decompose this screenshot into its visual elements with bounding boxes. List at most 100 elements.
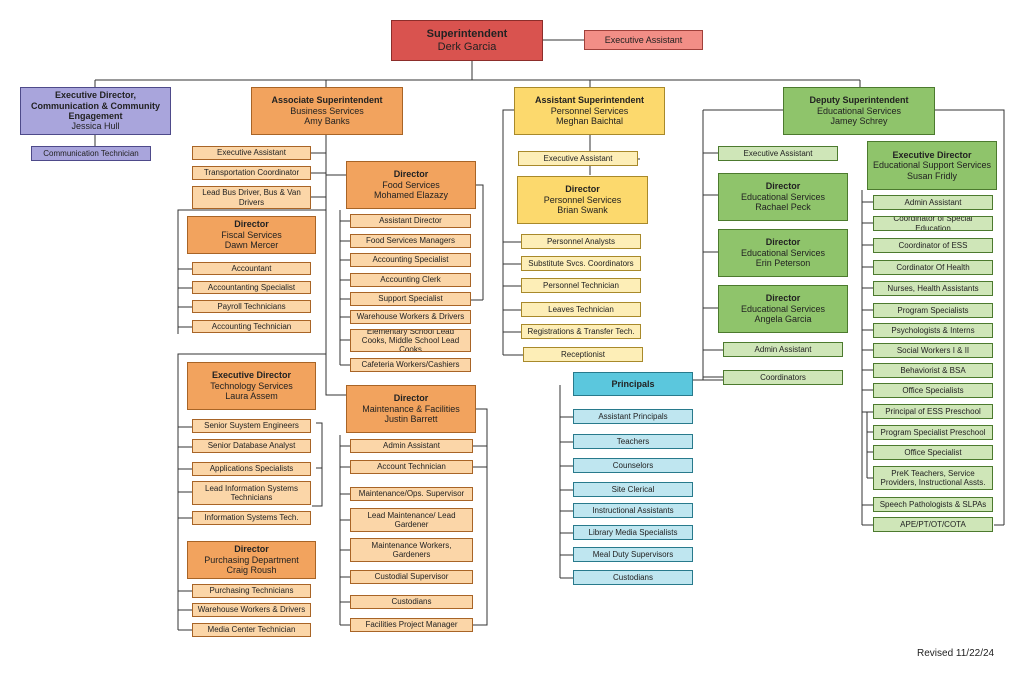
business-staff-box: Lead Bus Driver, Bus & Van Drivers <box>192 186 311 209</box>
superintendent-name: Derk Garcia <box>437 40 497 53</box>
principals-staff-box: Custodians <box>573 570 693 585</box>
preschool-staff-label: Program Specialist Preschool <box>880 427 986 437</box>
ess-staff-box: APE/PT/OT/COTA <box>873 517 993 532</box>
preschool-staff-box: PreK Teachers, Service Providers, Instru… <box>873 466 993 490</box>
educational-title: Deputy Superintendent <box>809 95 909 106</box>
principals-staff-label: Custodians <box>612 572 654 582</box>
maint-staff-label: Lead Maintenance/ Lead Gardener <box>367 510 456 529</box>
purchasing-staff-label: Purchasing Technicians <box>209 586 294 596</box>
tech-staff-box: Lead Information Systems Technicians <box>192 481 311 505</box>
fiscal-name: Dawn Mercer <box>224 240 279 251</box>
ess-staff-label: Coordinator of ESS <box>898 240 968 250</box>
ess-staff-box: Office Specialists <box>873 383 993 398</box>
personnel-assistant-box: Executive Assistant <box>518 151 638 166</box>
ess-staff-label: Office Specialists <box>902 385 964 395</box>
ed-staff-box: Coordinators <box>723 370 843 385</box>
principals-staff-box: Meal Duty Supervisors <box>573 547 693 562</box>
ess-sub: Educational Support Services <box>872 160 992 171</box>
fiscal-staff-box: Accountanting Specialist <box>192 281 311 294</box>
fiscal-staff-label: Accountant <box>231 263 272 273</box>
principals-title: Principals <box>611 378 655 389</box>
educational-assistant-box: Executive Assistant <box>718 146 838 161</box>
personnel-dir-name: Brian Swank <box>557 205 608 216</box>
business-staff-label: Lead Bus Driver, Bus & Van Drivers <box>202 188 301 207</box>
superintendent-title: Superintendent <box>426 27 508 40</box>
maint-staff-box: Custodial Supervisor <box>350 570 473 584</box>
educational-services-box: Deputy Superintendent Educational Servic… <box>783 87 935 135</box>
comm-title: Executive Director, Communication & Comm… <box>30 90 160 121</box>
ess-staff-box: Admin Assistant <box>873 195 993 210</box>
tech-staff-box: Senior Database Analyst <box>192 439 311 453</box>
personnel-staff-box: Personnel Technician <box>521 278 641 293</box>
principals-staff-label: Teachers <box>616 436 650 446</box>
ess-staff-box: Behaviorist & BSA <box>873 363 993 378</box>
business-staff-box: Executive Assistant <box>192 146 311 160</box>
purchasing-director-box: Director Purchasing Department Craig Rou… <box>187 541 316 579</box>
preschool-principal-box: Principal of ESS Preschool <box>873 404 993 419</box>
principals-staff-label: Site Clerical <box>611 484 655 494</box>
business-staff-label: Transportation Coordinator <box>203 168 300 178</box>
fiscal-staff-box: Accounting Technician <box>192 320 311 333</box>
personnel-staff-label: Personnel Analysts <box>546 236 616 246</box>
personnel-dir-sub: Personnel Services <box>543 194 622 205</box>
purchasing-sub: Purchasing Department <box>204 554 299 565</box>
principals-staff-box: Site Clerical <box>573 482 693 497</box>
ess-title: Executive Director <box>892 149 972 160</box>
ess-staff-label: Program Specialists <box>897 305 969 315</box>
principals-staff-label: Counselors <box>612 460 654 470</box>
personnel-staff-box: Receptionist <box>523 347 643 362</box>
ed-director-title: Director <box>765 237 801 248</box>
food-staff-box: Warehouse Workers & Drivers <box>350 310 471 324</box>
maint-staff-label: Account Technician <box>377 462 446 472</box>
fiscal-staff-label: Payroll Technicians <box>217 301 286 311</box>
food-staff-label: Accounting Specialist <box>372 255 449 265</box>
personnel-staff-label: Substitute Svcs. Coordinators <box>528 258 634 268</box>
ed-staff-box: Admin Assistant <box>723 342 843 357</box>
ess-name: Susan Fridly <box>906 170 958 181</box>
fiscal-title: Director <box>234 219 269 230</box>
comm-director-box: Executive Director, Communication & Comm… <box>20 87 171 135</box>
principals-staff-box: Teachers <box>573 434 693 449</box>
maint-staff-label: Maintenance Workers, Gardeners <box>371 540 452 559</box>
purchasing-name: Craig Roush <box>226 565 277 576</box>
purchasing-staff-box: Media Center Technician <box>192 623 311 637</box>
ess-staff-label: Cordinator Of Health <box>896 262 970 272</box>
ess-staff-box: Program Specialists <box>873 303 993 318</box>
personnel-staff-label: Receptionist <box>560 349 606 359</box>
preschool-staff-box: Office Specialist <box>873 445 993 460</box>
ed-director-box: Director Educational Services Rachael Pe… <box>718 173 848 221</box>
principals-staff-label: Meal Duty Supervisors <box>592 549 674 559</box>
ess-staff-box: Psychologists & Interns <box>873 323 993 338</box>
principals-staff-label: Library Media Specialists <box>588 527 678 537</box>
food-staff-box: Accounting Clerk <box>350 273 471 287</box>
maint-staff-box: Maintenance Workers, Gardeners <box>350 538 473 562</box>
personnel-title: Assistant Superintendent <box>534 95 644 106</box>
food-staff-label: Accounting Clerk <box>380 275 441 285</box>
maint-staff-box: Maintenance/Ops. Supervisor <box>350 487 473 501</box>
food-staff-label: Cafeteria Workers/Cashiers <box>361 360 460 370</box>
principals-box: Principals <box>573 372 693 396</box>
ed-director-title: Director <box>765 181 801 192</box>
food-staff-label: Food Services Managers <box>366 236 455 246</box>
ed-director-box: Director Educational Services Erin Peter… <box>718 229 848 277</box>
food-staff-label: Warehouse Workers & Drivers <box>356 312 465 322</box>
maint-staff-box: Facilities Project Manager <box>350 618 473 632</box>
ed-director-name: Erin Peterson <box>755 258 811 269</box>
ess-staff-box: Nurses, Health Assistants <box>873 281 993 296</box>
business-name: Amy Banks <box>304 116 350 127</box>
personnel-staff-label: Registrations & Transfer Tech. <box>527 326 635 336</box>
food-sub: Food Services <box>382 179 440 190</box>
comm-technician-label: Communication Technician <box>43 148 139 158</box>
maint-sub: Maintenance & Facilities <box>362 403 460 414</box>
business-title: Associate Superintendent <box>271 95 383 106</box>
ed-director-name: Rachael Peck <box>755 202 811 213</box>
maint-staff-label: Maintenance/Ops. Supervisor <box>358 489 465 499</box>
food-staff-box: Support Specialist <box>350 292 471 306</box>
executive-assistant-box: Executive Assistant <box>584 30 703 50</box>
educational-sub: Educational Services <box>816 105 902 116</box>
ed-director-sub: Educational Services <box>740 191 826 202</box>
ess-staff-box: Coordinator of Special Education <box>873 216 993 231</box>
food-staff-label: Support Specialist <box>378 294 443 304</box>
tech-title: Executive Director <box>211 370 292 381</box>
food-staff-box: Accounting Specialist <box>350 253 471 267</box>
